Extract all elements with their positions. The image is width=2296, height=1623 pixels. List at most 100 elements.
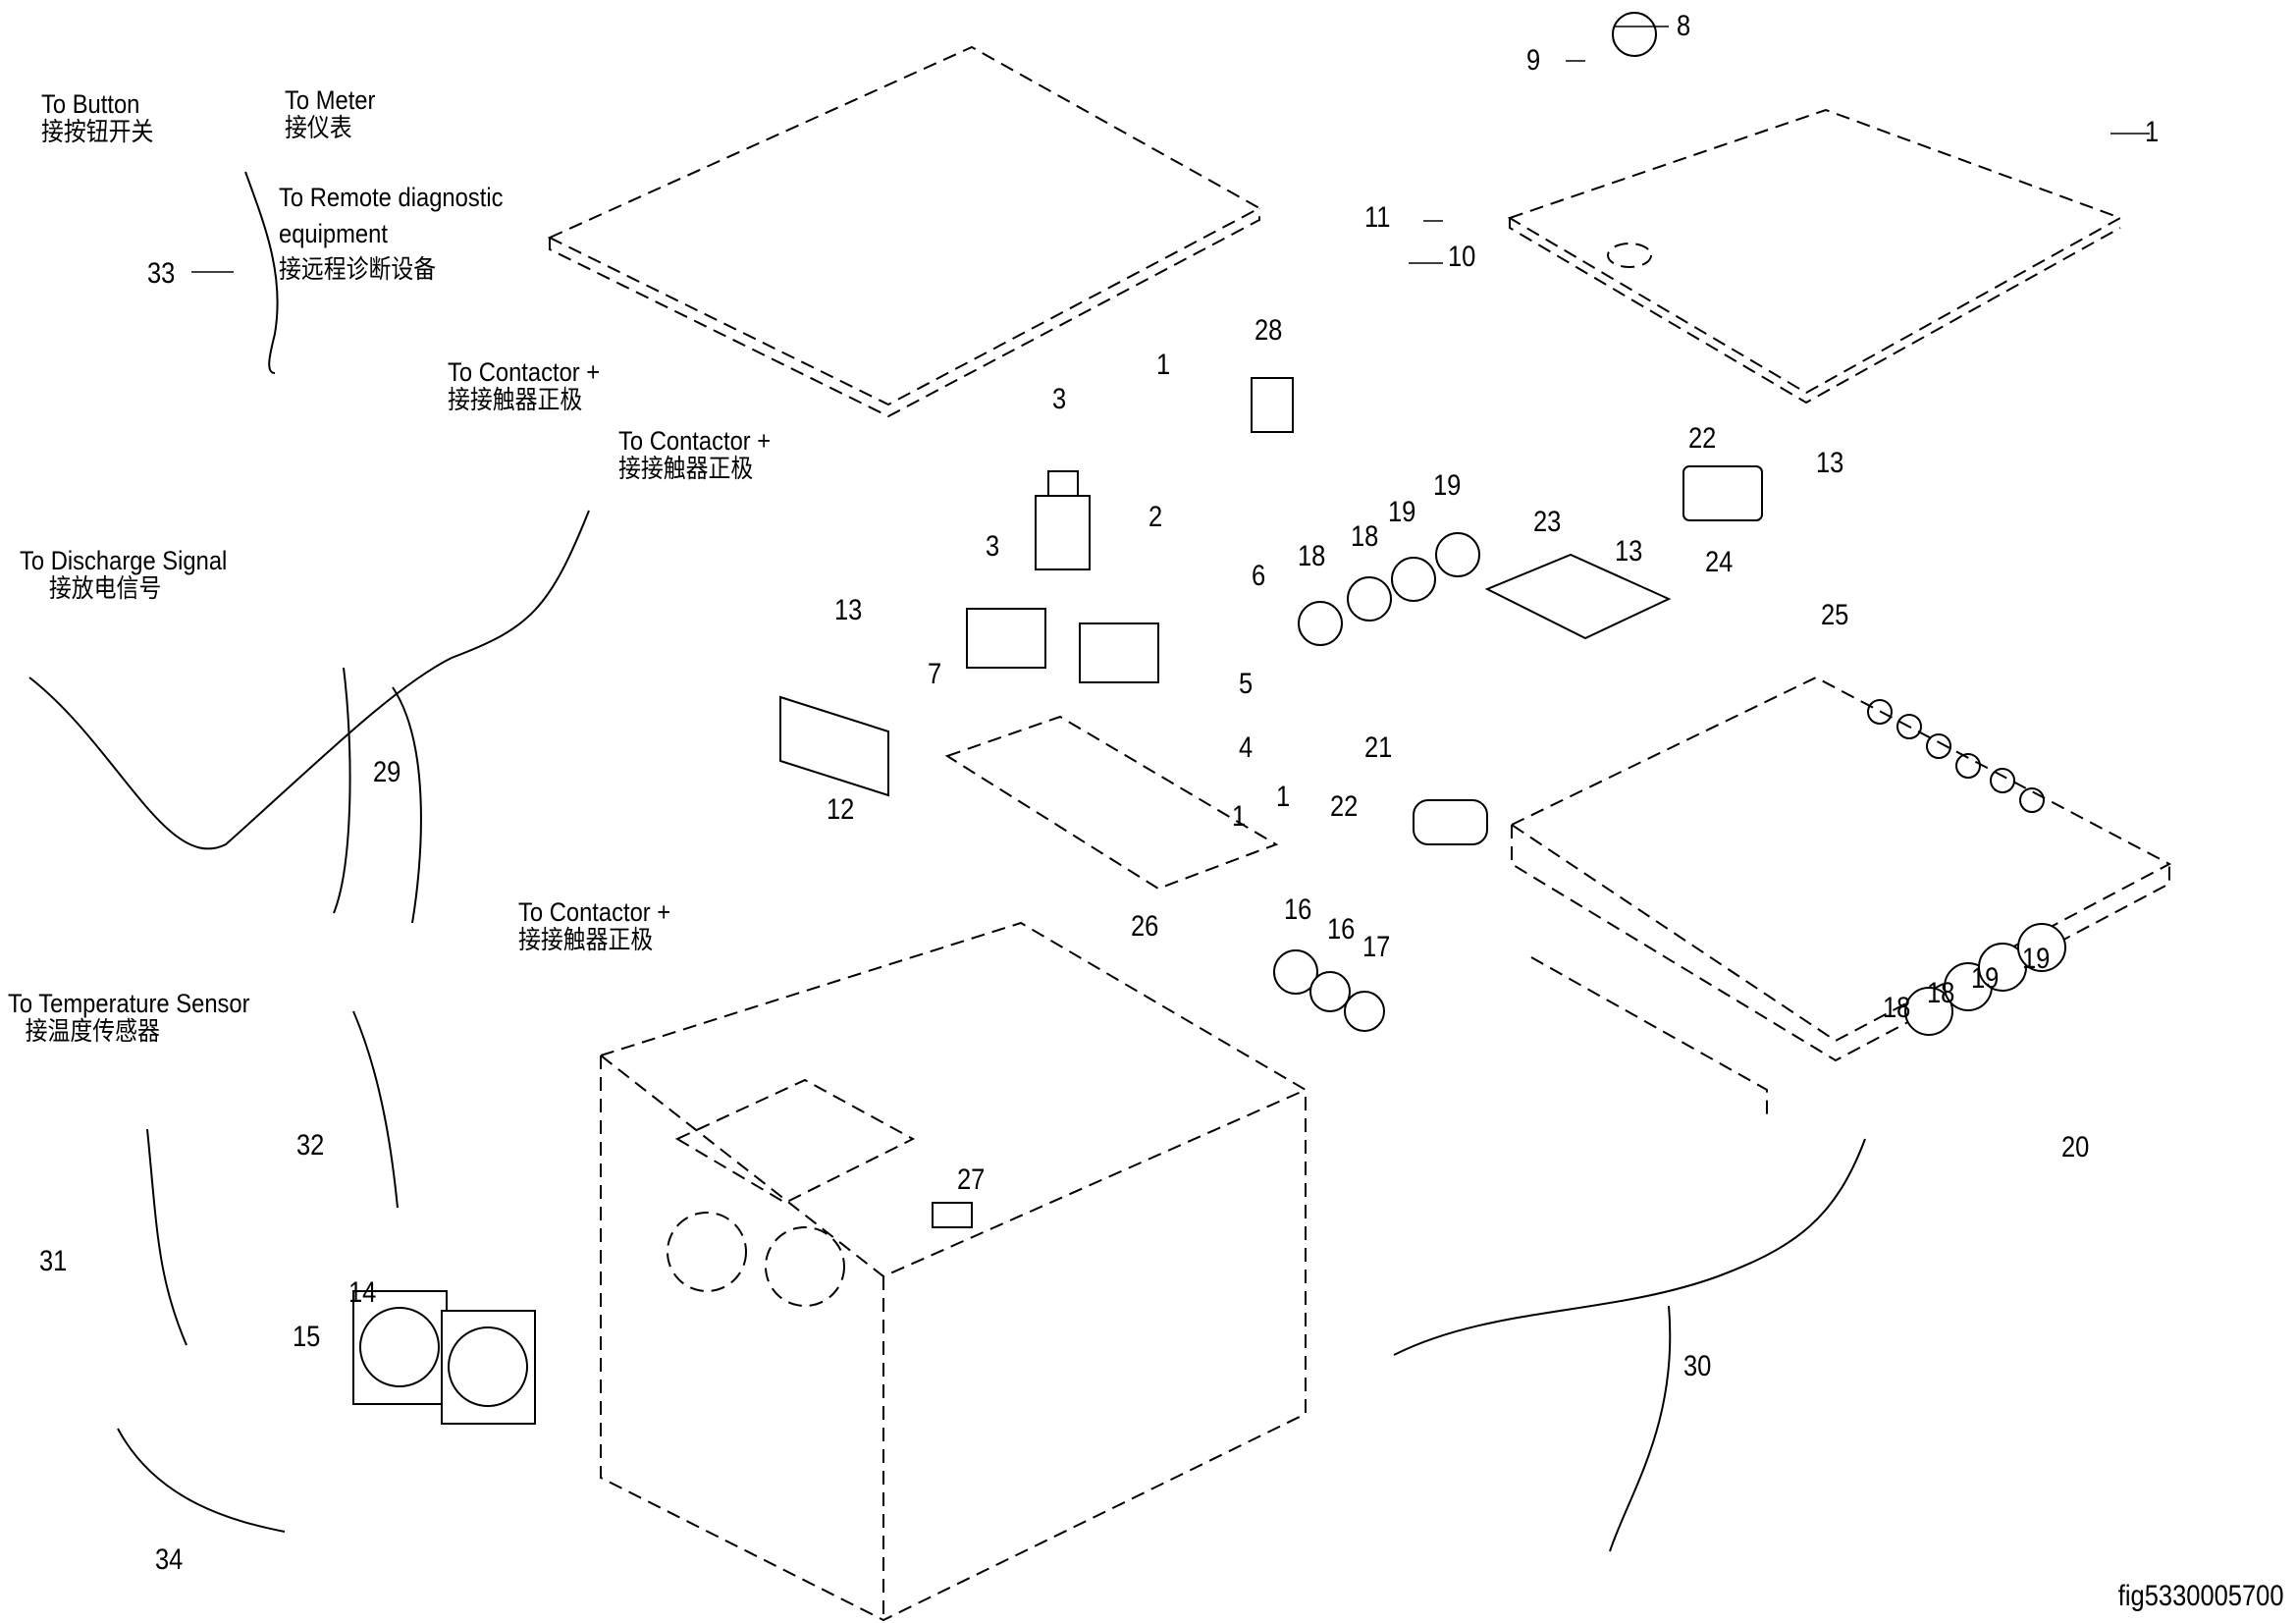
- callout-10: 10: [1448, 241, 1476, 273]
- annotation-zh: 接仪表: [285, 114, 352, 143]
- annotation-en-line1: To Remote diagnostic: [279, 183, 504, 212]
- callout-1: 1: [2145, 116, 2160, 148]
- callout-13: 13: [1615, 535, 1643, 568]
- leader-lines: [191, 26, 2150, 273]
- callout-16: 16: [1284, 893, 1312, 926]
- annotation-zh: 接放电信号: [48, 574, 162, 604]
- callout-1: 1: [1276, 781, 1291, 813]
- top-cover-left: [547, 45, 1262, 418]
- annotation-to-temperature-sensor: To Temperature Sensor 接温度传感器: [8, 990, 250, 1047]
- callout-33: 33: [147, 257, 176, 290]
- harness-29: [28, 510, 590, 924]
- callout-14: 14: [348, 1276, 377, 1309]
- module-22-side: [1413, 799, 1488, 845]
- main-enclosure: [598, 921, 1308, 1622]
- label-27: [932, 1202, 973, 1228]
- callout-21: 21: [1364, 731, 1393, 764]
- callout-22: 22: [1330, 790, 1359, 823]
- callout-4: 4: [1239, 731, 1254, 764]
- annotation-en: To Contactor +: [448, 357, 601, 387]
- callout-18: 18: [1351, 520, 1379, 553]
- annotation-en: To Temperature Sensor: [8, 989, 250, 1018]
- annotation-en-line2: equipment: [279, 219, 388, 248]
- callout-29: 29: [373, 756, 401, 788]
- harness-31: [146, 1128, 187, 1346]
- callout-3: 3: [986, 530, 1000, 563]
- callout-7: 7: [928, 658, 942, 690]
- annotation-zh: 接按钮开关: [41, 118, 154, 147]
- annotation-zh: 接接触器正极: [518, 926, 654, 955]
- annotation-en: To Meter: [285, 85, 376, 115]
- callout-20: 20: [2061, 1131, 2090, 1163]
- contactor-2: [1035, 470, 1091, 570]
- callout-23: 23: [1533, 506, 1562, 538]
- callout-5: 5: [1239, 668, 1254, 700]
- callout-25: 25: [1821, 599, 1849, 631]
- controller-12: [779, 695, 889, 797]
- figure-id: fig5330005700: [2118, 1580, 2284, 1612]
- annotation-en: To Button: [41, 89, 140, 119]
- callout-15: 15: [293, 1321, 321, 1353]
- callout-26: 26: [1131, 910, 1159, 943]
- callout-18: 18: [1927, 977, 1955, 1009]
- fuse-holder-7: [966, 608, 1159, 683]
- meter-8: [1612, 12, 1657, 57]
- callout-30: 30: [1683, 1350, 1712, 1382]
- relay-28: [1251, 377, 1294, 433]
- callout-17: 17: [1362, 931, 1391, 963]
- annotation-en: To Discharge Signal: [20, 546, 228, 575]
- top-cover-right: [1507, 108, 2123, 405]
- callout-24: 24: [1705, 546, 1734, 578]
- callout-1: 1: [1156, 349, 1171, 381]
- callout-16: 16: [1327, 913, 1356, 946]
- harness-34: [117, 1428, 286, 1533]
- annotation-en: To Contactor +: [618, 426, 772, 456]
- callout-27: 27: [957, 1163, 986, 1196]
- callout-11: 11: [1364, 201, 1391, 234]
- annotation-to-contactor-2: To Contactor + 接接触器正极: [618, 427, 771, 484]
- mounting-plate: [944, 715, 1279, 891]
- callout-8: 8: [1677, 10, 1691, 42]
- annotation-zh: 接远程诊断设备: [279, 255, 437, 285]
- callout-3: 3: [1052, 383, 1067, 415]
- callout-19: 19: [2022, 943, 2051, 975]
- callout-22: 22: [1688, 422, 1717, 455]
- callout-6: 6: [1252, 560, 1266, 592]
- annotation-to-button: To Button 接按钮开关: [41, 90, 153, 147]
- harness-32: [352, 1010, 399, 1209]
- callout-13: 13: [834, 594, 863, 626]
- callout-32: 32: [296, 1129, 325, 1162]
- callout-31: 31: [39, 1245, 68, 1277]
- harness-33: [244, 171, 279, 374]
- callout-19: 19: [1433, 469, 1462, 502]
- annotation-to-contactor-1: To Contactor + 接接触器正极: [448, 358, 600, 415]
- plugs-16-17: [1273, 949, 1385, 1032]
- callout-19: 19: [1971, 962, 2000, 995]
- annotation-zh: 接接触器正极: [618, 455, 754, 484]
- annotation-zh: 接接触器正极: [448, 386, 583, 415]
- plugs-18-19-side: [1904, 923, 2066, 1036]
- callout-34: 34: [155, 1543, 184, 1576]
- annotation-to-discharge-signal: To Discharge Signal 接放电信号: [20, 547, 227, 604]
- plugs-18-19-top: [1298, 532, 1480, 646]
- controller-23: [1484, 553, 1672, 640]
- callout-9: 9: [1526, 44, 1541, 77]
- callout-1: 1: [1232, 800, 1247, 833]
- callout-19: 19: [1388, 496, 1416, 528]
- annotation-to-contactor-3: To Contactor + 接接触器正极: [518, 898, 670, 955]
- module-22-top: [1682, 465, 1763, 521]
- annotation-to-meter: To Meter 接仪表: [285, 86, 375, 143]
- callout-13: 13: [1816, 447, 1844, 479]
- harness-30: [1393, 1138, 1866, 1552]
- annotation-zh: 接温度传感器: [25, 1017, 160, 1047]
- callout-18: 18: [1298, 540, 1326, 572]
- callout-28: 28: [1255, 314, 1283, 347]
- callout-12: 12: [827, 793, 855, 826]
- right-enclosure: [1509, 676, 2172, 1119]
- annotation-to-remote-diagnostic: To Remote diagnostic equipment 接远程诊断设备: [279, 180, 503, 289]
- annotation-en: To Contactor +: [518, 897, 671, 927]
- callout-2: 2: [1148, 501, 1163, 533]
- knob-row: [1867, 699, 2045, 813]
- callout-18: 18: [1883, 992, 1911, 1024]
